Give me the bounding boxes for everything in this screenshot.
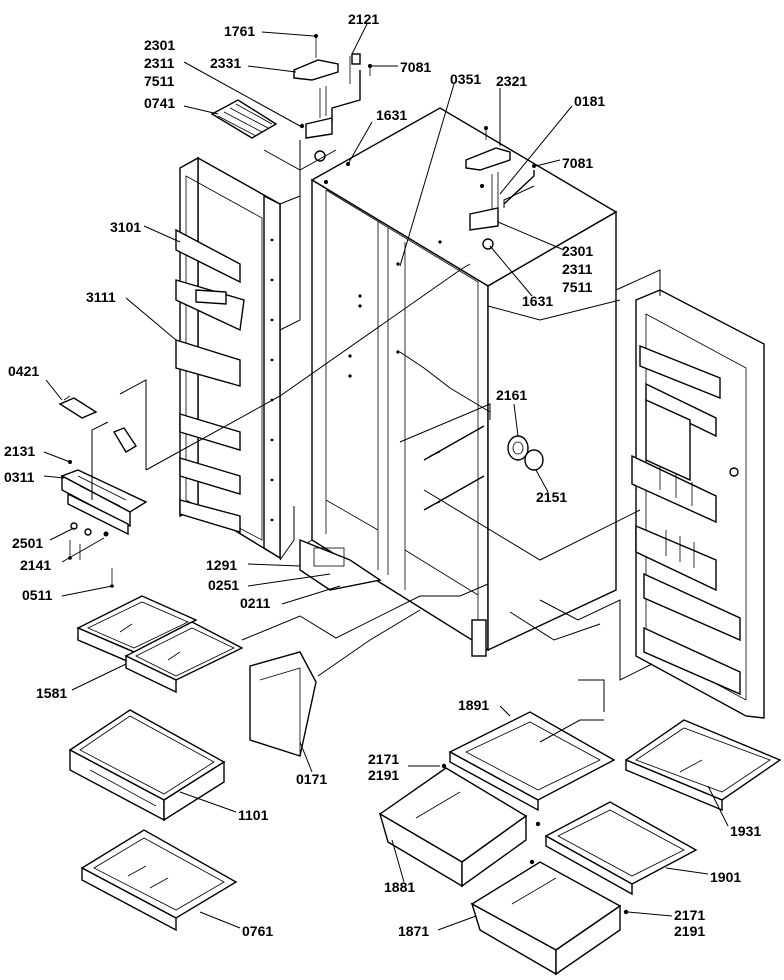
label-2131: 2131 <box>4 443 35 459</box>
label-0741: 0741 <box>144 95 175 111</box>
label-1931: 1931 <box>730 823 761 839</box>
label-2301-right: 2301 <box>562 243 593 259</box>
label-3111: 3111 <box>86 289 116 305</box>
assembly-lines <box>91 140 661 743</box>
crisper-cover-lower <box>544 801 698 896</box>
water-tube <box>58 395 137 453</box>
freezer-basket <box>68 709 226 822</box>
label-2301-top: 2301 <box>144 37 175 53</box>
label-1761: 1761 <box>224 23 255 39</box>
label-1881: 1881 <box>384 879 415 895</box>
crisper-drawer-upper <box>378 767 528 888</box>
door-bin <box>249 651 317 757</box>
dispenser-grille <box>210 99 278 139</box>
label-2311-top: 2311 <box>144 55 175 71</box>
label-2191-lower: 2191 <box>674 923 705 939</box>
freezer-door <box>175 156 281 560</box>
label-1581: 1581 <box>36 685 67 701</box>
label-0181: 0181 <box>574 93 605 109</box>
label-1891: 1891 <box>458 697 489 713</box>
top-hinge-left <box>293 34 372 184</box>
dispenser-bracket <box>60 460 148 588</box>
ice-dispenser-parts <box>507 435 544 471</box>
label-2171-upper: 2171 <box>368 751 399 767</box>
label-0351: 0351 <box>450 71 481 87</box>
label-2151: 2151 <box>536 489 567 505</box>
label-2191-upper: 2191 <box>368 767 399 783</box>
label-7511-right: 7511 <box>562 279 593 295</box>
fresh-food-door <box>631 289 765 719</box>
label-1101: 1101 <box>238 807 269 823</box>
label-0211: 0211 <box>240 595 271 611</box>
label-1631-right: 1631 <box>522 293 553 309</box>
label-0251: 0251 <box>208 577 239 593</box>
label-2171-lower: 2171 <box>674 907 705 923</box>
refrigerator-cabinet <box>299 107 618 657</box>
leader-lines <box>43 23 729 931</box>
label-2501: 2501 <box>12 535 43 551</box>
label-7081-right: 7081 <box>562 155 593 171</box>
label-1901: 1901 <box>710 869 741 885</box>
label-7081-top: 7081 <box>400 59 431 75</box>
label-0511: 0511 <box>22 587 53 603</box>
label-2121: 2121 <box>348 11 379 27</box>
label-3101: 3101 <box>110 219 141 235</box>
label-0421: 0421 <box>8 363 39 379</box>
label-2161: 2161 <box>496 387 527 403</box>
label-7511-top: 7511 <box>144 73 175 89</box>
freezer-wire-shelf <box>80 829 238 932</box>
label-2321: 2321 <box>496 73 527 89</box>
label-2331: 2331 <box>210 55 241 71</box>
label-1631-top: 1631 <box>376 107 407 123</box>
freezer-shelf-pair <box>76 595 244 694</box>
crisper-cover-frame <box>448 711 616 812</box>
label-0311: 0311 <box>4 469 35 485</box>
label-2141: 2141 <box>20 557 51 573</box>
label-0171: 0171 <box>296 771 327 787</box>
glass-shelf <box>624 719 782 812</box>
label-1291: 1291 <box>206 557 237 573</box>
label-0761: 0761 <box>242 923 273 939</box>
label-2311-right: 2311 <box>562 261 593 277</box>
label-1871: 1871 <box>398 923 429 939</box>
crisper-drawer-lower <box>470 861 622 976</box>
top-hinge-right <box>465 126 536 250</box>
part-labels: 1761 2121 2301 2311 7511 2331 7081 0741 … <box>4 11 761 939</box>
